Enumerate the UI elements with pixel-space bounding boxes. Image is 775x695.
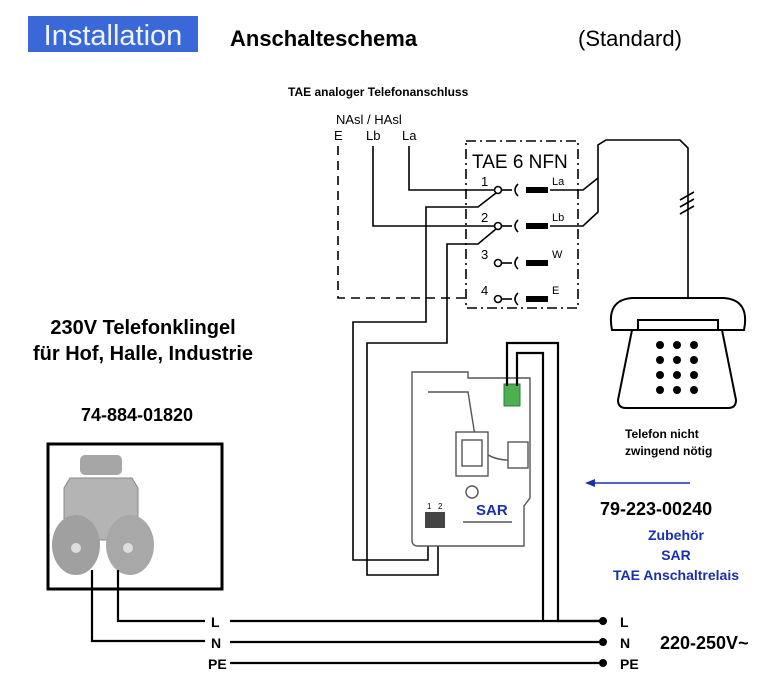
- mains-wiring: [90, 570, 600, 665]
- terminal-lb: Lb: [366, 128, 380, 143]
- pin-2-num: 2: [481, 210, 488, 225]
- installation-badge-bg: [28, 16, 198, 52]
- sar-relay-device: [411, 371, 531, 547]
- sar-label: SAR: [476, 502, 508, 519]
- voltage-label: 220-250V~: [660, 633, 749, 653]
- pin-1-num: 1: [481, 174, 488, 189]
- phone-note-2: zwingend nötig: [625, 444, 712, 458]
- pin-2-label: Lb: [552, 212, 564, 224]
- relay-desc-2: SAR: [661, 547, 691, 563]
- left-label-pe: PE: [208, 656, 227, 672]
- pin-4-label: E: [552, 285, 559, 297]
- tae-contacts: [493, 183, 519, 306]
- relay-desc-1: Zubehör: [648, 527, 705, 543]
- relay-part-number: 79-223-00240: [600, 499, 712, 519]
- page-title: Anschalteschema: [230, 26, 418, 51]
- right-label-l: L: [620, 614, 629, 630]
- right-label-pe: PE: [620, 656, 639, 672]
- telephone-icon: [610, 297, 746, 409]
- bell-part-number: 74-884-01820: [81, 405, 193, 425]
- bell-icon: [52, 455, 154, 575]
- variant-label: (Standard): [578, 26, 682, 51]
- relay-desc-3: TAE Anschaltrelais: [613, 567, 739, 583]
- bell-side-terminal: [425, 512, 445, 528]
- pin-3-label: W: [552, 249, 563, 261]
- phone-note-1: Telefon nicht: [625, 427, 699, 441]
- tae-wiring: [337, 139, 695, 576]
- left-label-l: L: [211, 614, 220, 630]
- right-label-n: N: [620, 635, 630, 651]
- tae-box-label: TAE 6 NFN: [472, 152, 568, 173]
- pin-3-num: 3: [481, 247, 488, 262]
- installation-badge: Installation: [44, 20, 183, 52]
- terminal-e: E: [334, 128, 343, 143]
- terminal-2-num: 2: [438, 502, 443, 511]
- phone-side-terminal: [503, 383, 521, 407]
- bell-title-2: für Hof, Halle, Industrie: [33, 343, 253, 365]
- terminal-la: La: [402, 128, 417, 143]
- line-label: NAsl / HAsl: [336, 112, 402, 127]
- tae-heading: TAE analoger Telefonanschluss: [288, 85, 469, 99]
- mains-terminals: [599, 617, 607, 667]
- pin-1-label: La: [552, 176, 565, 188]
- pin-4-num: 4: [481, 283, 488, 298]
- left-label-n: N: [211, 635, 221, 651]
- arrow-left-icon: [585, 479, 690, 487]
- tae-bars: [526, 187, 548, 302]
- bell-title-1: 230V Telefonklingel: [50, 317, 235, 339]
- terminal-1-num: 1: [427, 502, 432, 511]
